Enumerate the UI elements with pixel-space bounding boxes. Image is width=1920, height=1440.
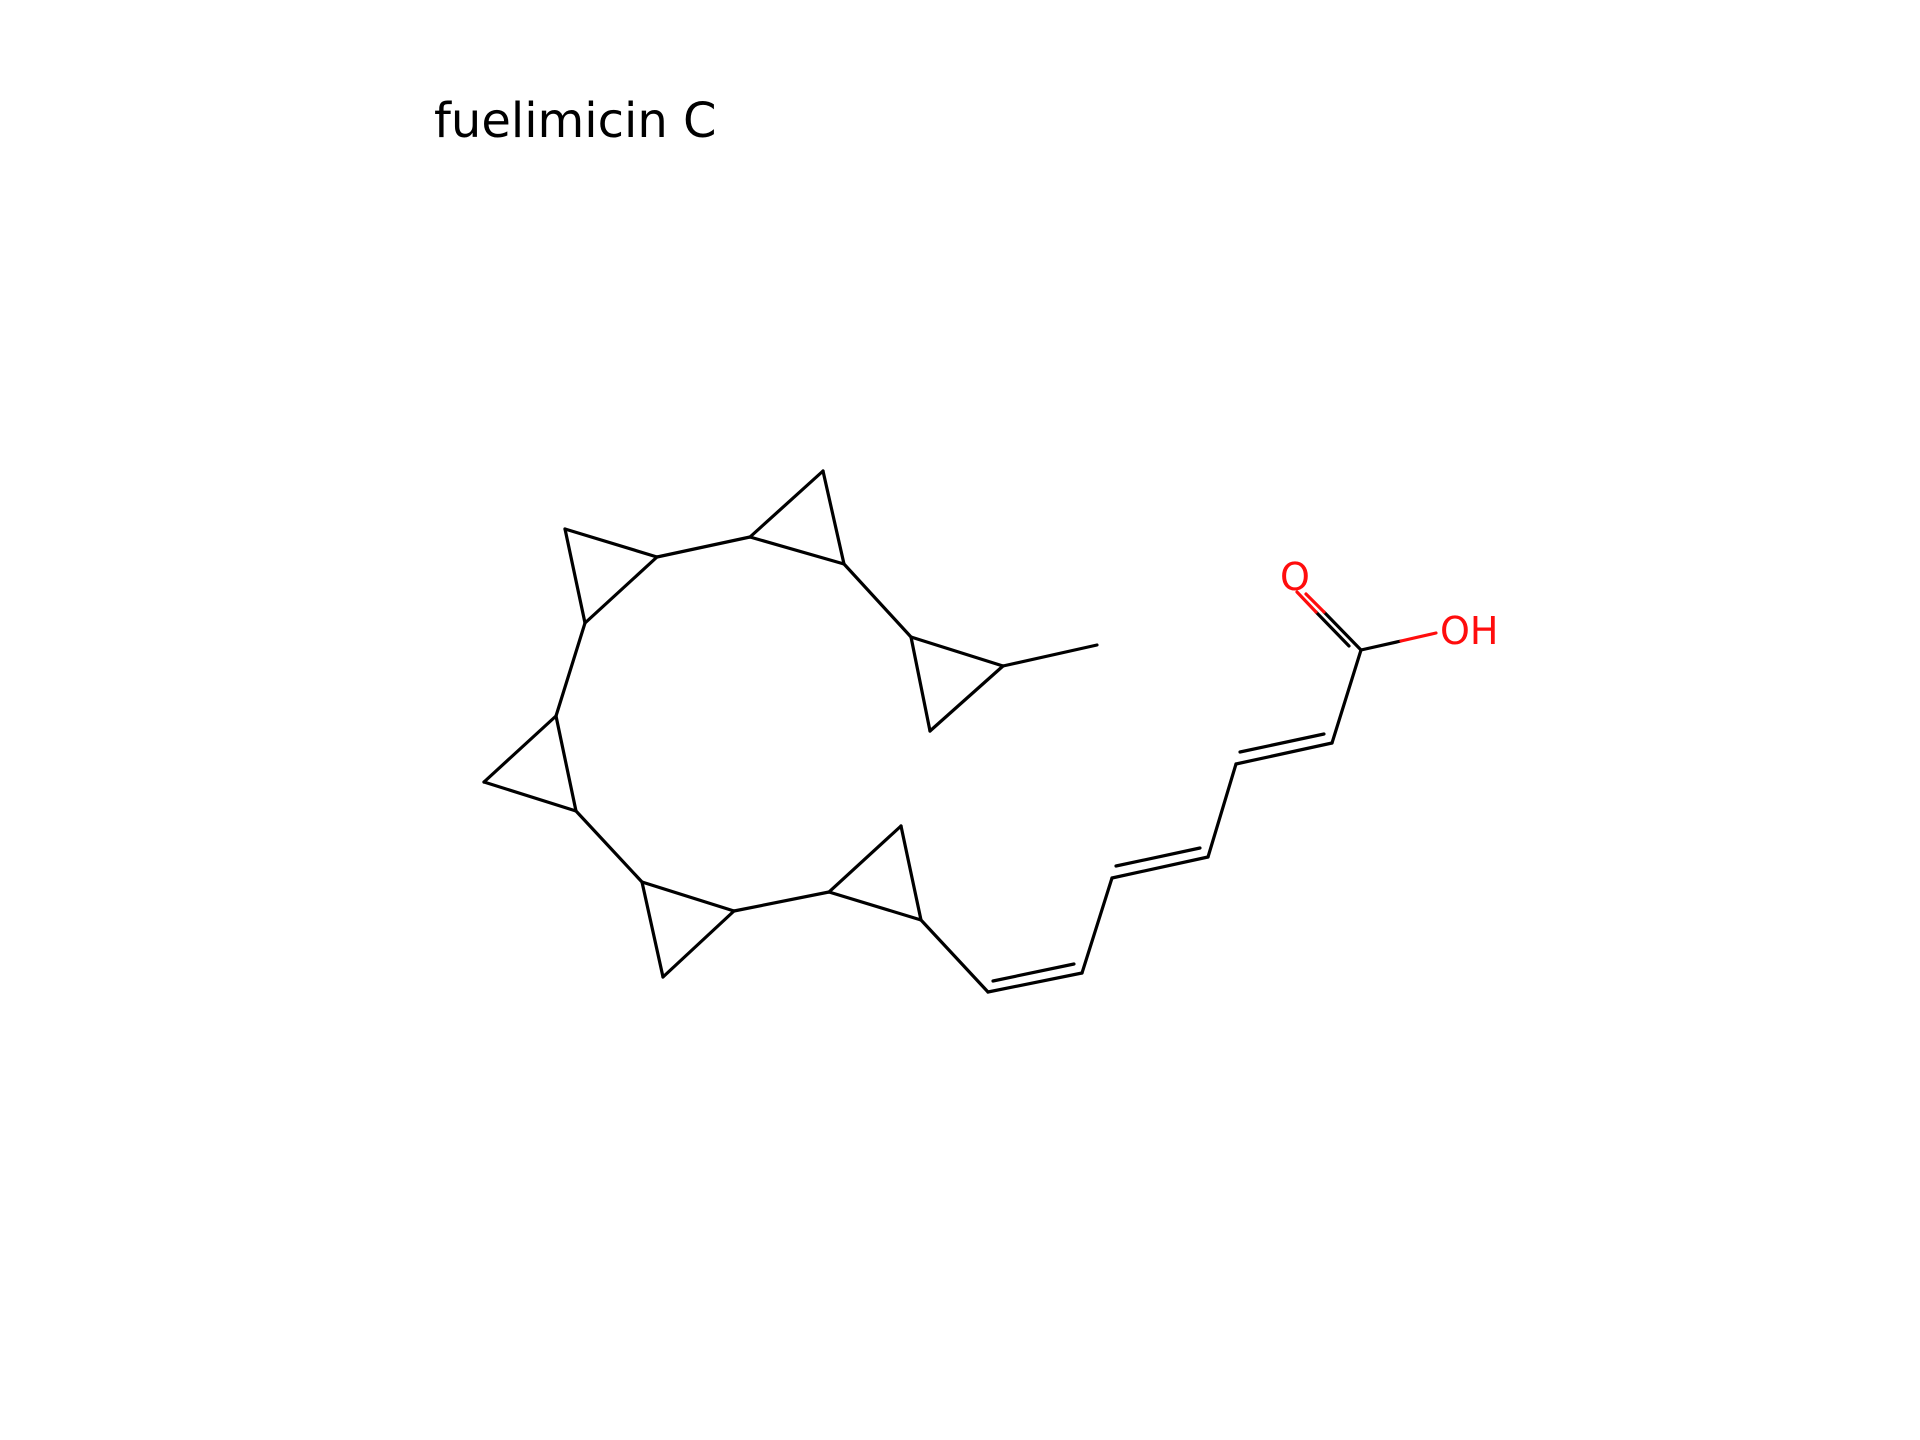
polyene-chain [919,648,1363,994]
page-title: fuelimicin C [434,93,717,149]
carbonyl-oxygen-label: O [1280,555,1310,599]
methylcyclopropyl-group [909,635,1099,733]
carboxylic-acid-group: O OH [1280,555,1498,653]
hydroxyl-label: OH [1440,609,1498,653]
macrocycle-ring [482,469,923,979]
